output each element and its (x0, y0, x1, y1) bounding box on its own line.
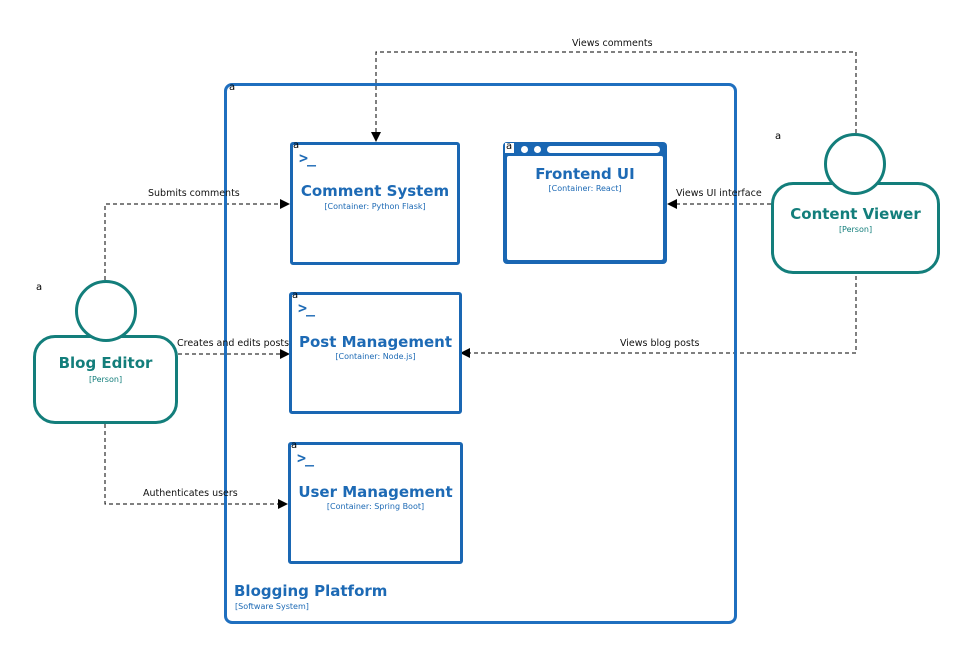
browser-viewport (507, 156, 663, 260)
container-marker: a (291, 440, 298, 451)
label-authenticates: Authenticates users (143, 488, 238, 499)
label-creates-edits: Creates and edits posts (177, 338, 290, 349)
person-name: Content Viewer (790, 205, 921, 223)
container-post-management[interactable]: >_ Post Management [Container: Node.js] (289, 292, 462, 414)
person-name: Blog Editor (58, 354, 153, 372)
label-submits-comments: Submits comments (148, 188, 240, 199)
person-head-icon (75, 280, 137, 342)
container-user-management[interactable]: >_ User Management [Container: Spring Bo… (288, 442, 463, 564)
person-marker: a (775, 131, 782, 142)
system-boundary (224, 83, 737, 624)
container-tech: [Container: Python Flask] (324, 202, 426, 211)
person-content-viewer[interactable]: Content Viewer [Person] (771, 182, 940, 274)
system-type: [Software System] (235, 602, 309, 611)
container-tech: [Container: Node.js] (335, 352, 416, 361)
terminal-icon: >_ (299, 149, 316, 167)
container-tech: [Container: Spring Boot] (326, 502, 425, 511)
person-type: [Person] (88, 375, 123, 384)
marker-backdrop (505, 143, 514, 153)
container-title: Post Management (298, 333, 453, 351)
container-marker: a (293, 140, 300, 151)
person-head-icon (824, 133, 886, 195)
terminal-icon: >_ (297, 449, 314, 467)
edge-views-posts (460, 276, 857, 358)
browser-dot-icon (534, 146, 541, 153)
container-marker: a (506, 141, 513, 152)
container-title: Frontend UI (535, 165, 635, 183)
person-marker: a (36, 282, 43, 293)
container-tech: [Container: React] (548, 184, 622, 193)
container-comment-system[interactable]: >_ Comment System [Container: Python Fla… (290, 142, 460, 265)
person-type: [Person] (838, 225, 873, 234)
label-views-comments: Views comments (572, 38, 653, 49)
container-marker: a (292, 290, 299, 301)
browser-address-bar (547, 146, 660, 153)
label-views-posts: Views blog posts (620, 338, 700, 349)
edge-authenticates (104, 424, 288, 509)
system-title: Blogging Platform (234, 582, 388, 600)
person-blog-editor[interactable]: Blog Editor [Person] (33, 335, 178, 424)
label-views-ui: Views UI interface (676, 188, 762, 199)
container-title: Comment System (300, 182, 450, 200)
container-frontend-ui[interactable]: Frontend UI [Container: React] (503, 142, 667, 264)
container-title: User Management (298, 483, 453, 501)
browser-dot-icon (521, 146, 528, 153)
system-marker: a (229, 82, 236, 93)
edge-views-comments (371, 51, 857, 142)
edge-submits-comments (104, 199, 290, 280)
terminal-icon: >_ (298, 299, 315, 317)
